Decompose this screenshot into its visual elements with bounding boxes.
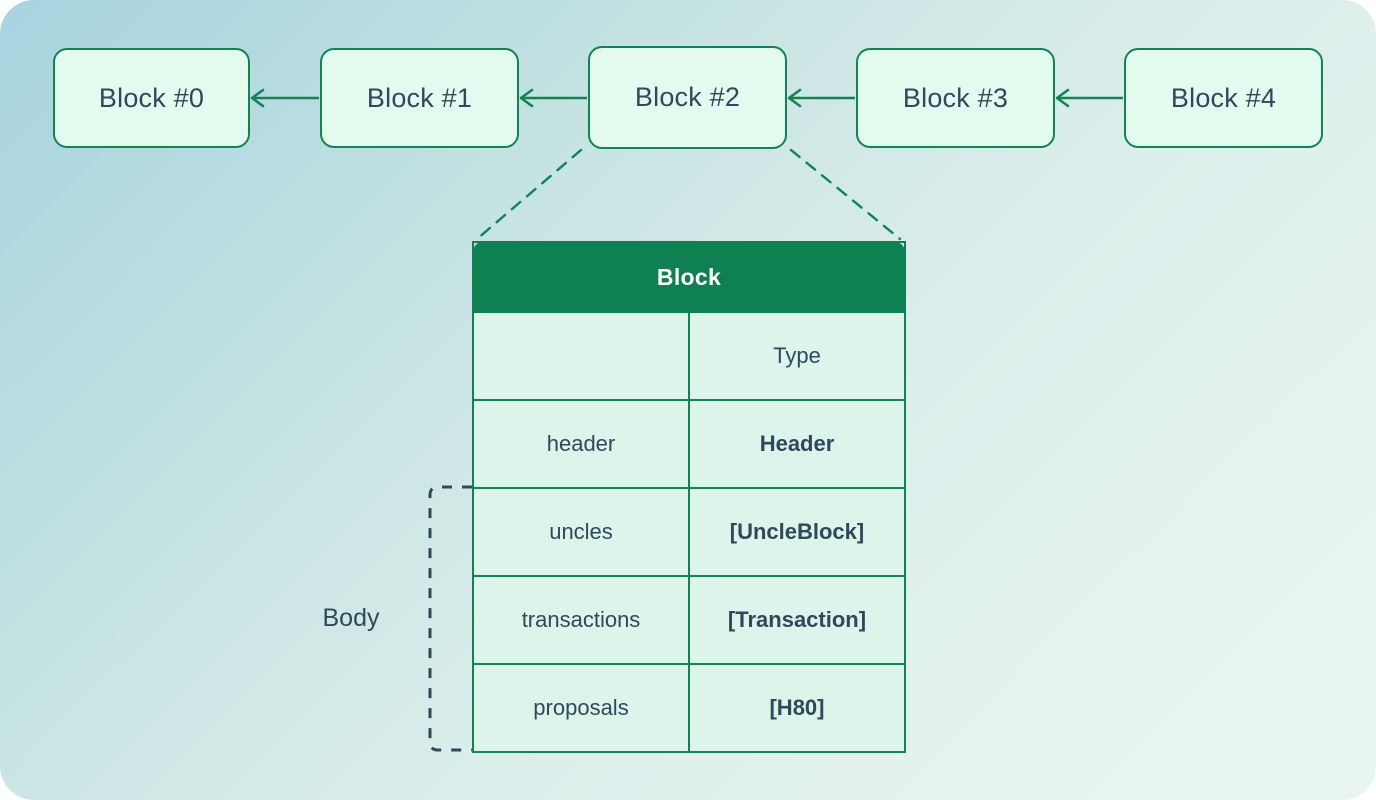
- expansion-line-left: [475, 148, 583, 241]
- field-name-proposals: proposals: [472, 663, 690, 753]
- table-title: Block: [472, 241, 906, 313]
- arrow-block4-to-block3: [1055, 88, 1123, 108]
- chain-block-1-label: Block #1: [366, 82, 473, 113]
- chain-block-4[interactable]: Block #4: [1124, 48, 1323, 148]
- table-header-blank: [472, 311, 690, 401]
- table-header-type: Type: [688, 311, 906, 401]
- field-name-header: header: [472, 399, 690, 489]
- field-name-uncles: uncles: [472, 487, 690, 577]
- table-row: proposals [H80]: [472, 663, 906, 753]
- field-name-transactions: transactions: [472, 575, 690, 665]
- block-struct-table: Block Type header Header uncles [UncleBl…: [472, 241, 906, 753]
- chain-block-1[interactable]: Block #1: [320, 48, 519, 148]
- table-title-row: Block: [472, 241, 906, 313]
- chain-block-3[interactable]: Block #3: [856, 48, 1055, 148]
- chain-block-3-label: Block #3: [902, 82, 1009, 113]
- table-row: transactions [Transaction]: [472, 575, 906, 665]
- chain-block-2-label: Block #2: [634, 82, 741, 112]
- table-row: header Header: [472, 399, 906, 489]
- field-type-uncles: [UncleBlock]: [688, 487, 906, 577]
- field-type-header: Header: [688, 399, 906, 489]
- body-group-label: Body: [322, 604, 380, 632]
- expansion-line-right: [789, 148, 902, 241]
- arrow-block1-to-block0: [250, 88, 319, 108]
- arrow-block2-to-block1: [519, 88, 587, 108]
- chain-block-4-label: Block #4: [1170, 82, 1277, 113]
- chain-block-0[interactable]: Block #0: [53, 48, 250, 148]
- chain-block-2[interactable]: Block #2: [588, 46, 787, 149]
- table-header-row: Type: [472, 311, 906, 401]
- chain-block-0-label: Block #0: [98, 82, 205, 113]
- table-row: uncles [UncleBlock]: [472, 487, 906, 577]
- arrow-block3-to-block2: [787, 88, 855, 108]
- field-type-proposals: [H80]: [688, 663, 906, 753]
- field-type-transactions: [Transaction]: [688, 575, 906, 665]
- body-bracket: [428, 485, 472, 752]
